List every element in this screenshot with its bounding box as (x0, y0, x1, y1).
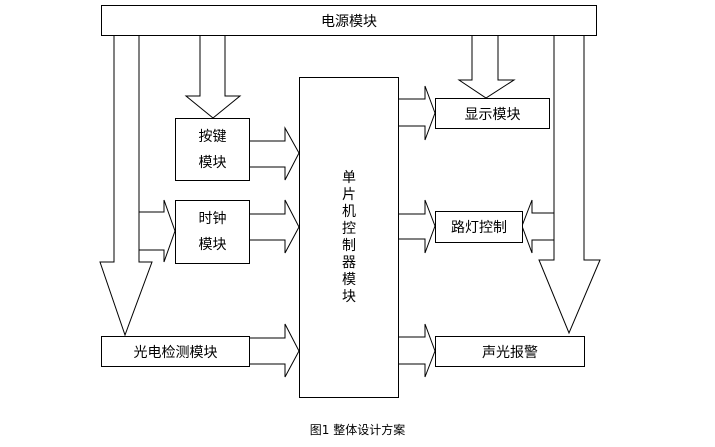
keys-module: 按键 模块 (175, 118, 250, 181)
arrow-clock-to-mcu (248, 199, 300, 254)
arrow-power-to-display (457, 34, 516, 99)
mcu-label-char: 控 (342, 220, 356, 237)
arrow-power-to-alarm (538, 34, 601, 335)
display-module: 显示模块 (435, 98, 550, 129)
display-module-label: 显示模块 (464, 106, 521, 123)
photo-detection-module: 光电检测模块 (101, 336, 250, 367)
power-module: 电源模块 (101, 5, 597, 36)
arrow-mcu-to-display (397, 85, 436, 141)
streetlight-control-module: 路灯控制 (435, 211, 523, 243)
photo-detection-label: 光电检测模块 (133, 344, 218, 361)
clock-module: 时钟 模块 (175, 200, 250, 264)
figure-caption: 图1 整体设计方案 (309, 423, 406, 437)
arrow-power-to-photo (99, 34, 153, 337)
streetlight-control-label: 路灯控制 (451, 220, 507, 236)
arrow-power-to-keys (184, 34, 242, 119)
clock-module-label-1: 时钟 (198, 211, 227, 227)
mcu-label-char: 模 (342, 271, 356, 288)
arrow-keys-to-mcu (248, 126, 300, 181)
mcu-controller-module: 单 片 机 控 制 器 模 块 (299, 77, 399, 398)
keys-module-label-2: 模块 (198, 154, 227, 171)
power-module-label: 电源模块 (321, 13, 377, 30)
arrow-power-to-clock (138, 199, 176, 263)
mcu-label-char: 块 (342, 288, 356, 305)
clock-module-label-2: 模块 (198, 237, 227, 253)
alarm-module-label: 声光报警 (482, 344, 538, 361)
alarm-module: 声光报警 (435, 336, 585, 367)
mcu-label-char: 制 (342, 237, 356, 254)
keys-module-label-1: 按键 (198, 128, 227, 145)
mcu-label-char: 片 (342, 186, 356, 203)
mcu-label-char: 机 (342, 203, 356, 220)
mcu-label-char: 单 (342, 169, 356, 186)
arrow-power-to-streetlight (521, 199, 555, 254)
mcu-label-char: 器 (342, 254, 356, 271)
arrow-mcu-to-streetlight (397, 199, 436, 254)
arrow-mcu-to-alarm (397, 323, 436, 378)
arrow-photo-to-mcu (248, 323, 300, 378)
